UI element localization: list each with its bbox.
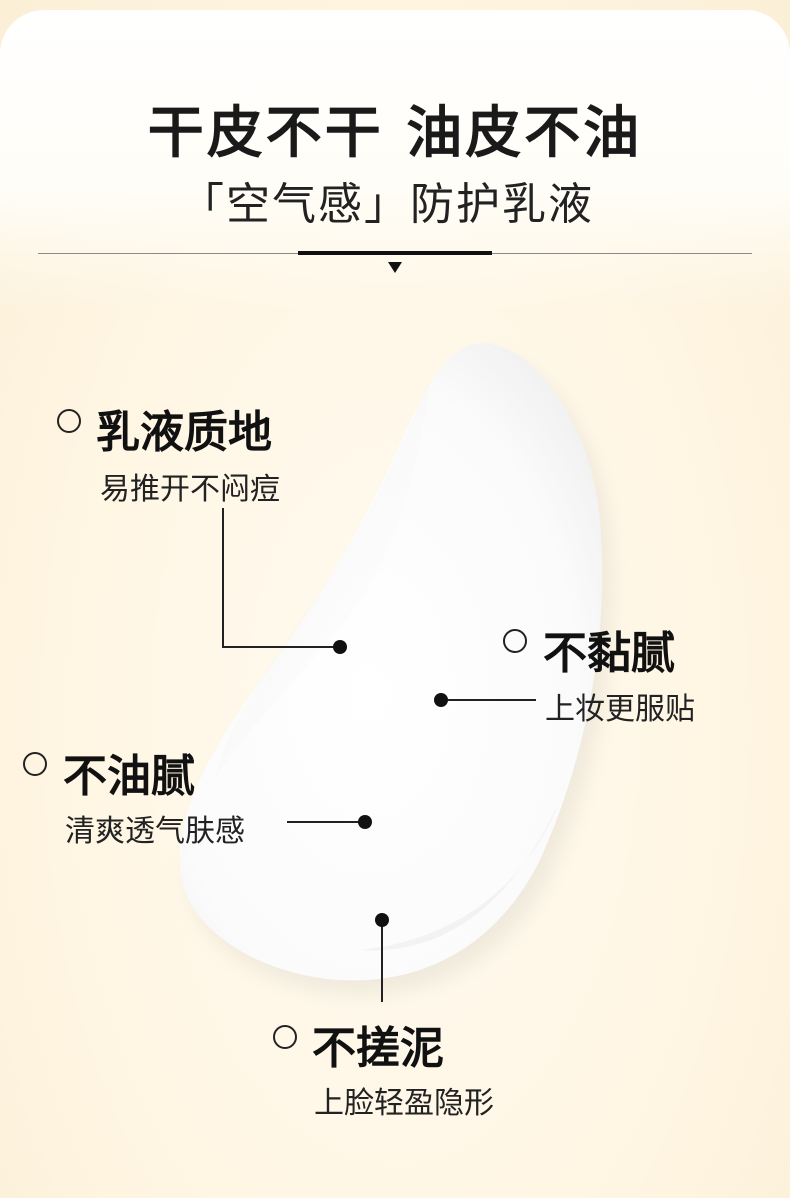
feature-desc-texture: 易推开不闷痘 [100, 472, 280, 507]
page-subtitle: 「空气感」防护乳液 [180, 179, 594, 230]
divider-accent [298, 251, 492, 255]
feature-desc-non-sticky: 上妆更服贴 [545, 692, 695, 727]
callout-dot [434, 693, 448, 707]
circle-outline-icon [503, 629, 527, 653]
circle-outline-icon [23, 752, 47, 776]
callout-line [222, 508, 224, 648]
callout-dot [333, 640, 347, 654]
top-card [0, 10, 790, 310]
circle-outline-icon [273, 1025, 297, 1049]
down-arrow-icon [388, 262, 402, 273]
callout-line [381, 920, 383, 1002]
feature-desc-no-pilling: 上脸轻盈隐形 [314, 1086, 494, 1121]
circle-outline-icon [57, 409, 81, 433]
feature-title-no-pilling: 不搓泥 [312, 1023, 444, 1074]
page-title: 干皮不干 油皮不油 [147, 101, 643, 166]
feature-title-non-sticky: 不黏腻 [543, 628, 675, 679]
callout-dot [375, 913, 389, 927]
callout-line [441, 699, 536, 701]
feature-desc-non-greasy: 清爽透气肤感 [65, 814, 245, 849]
callout-line [287, 821, 365, 823]
callout-dot [358, 815, 372, 829]
feature-title-non-greasy: 不油腻 [63, 751, 195, 802]
callout-line [222, 646, 340, 648]
feature-title-texture: 乳液质地 [96, 407, 272, 458]
